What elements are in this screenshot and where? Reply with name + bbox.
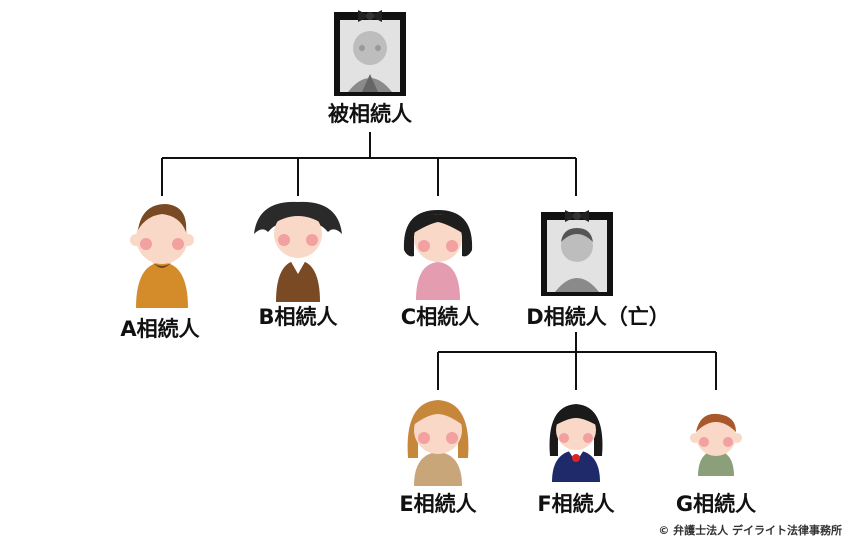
heir-g-label: G相続人 — [675, 492, 757, 516]
person-d-portrait-icon — [541, 210, 613, 296]
copyright-credit: © 弁護士法人 デイライト法律事務所 — [658, 524, 842, 537]
tree-connectors — [161, 132, 717, 390]
decedent-label: 被相続人 — [328, 102, 412, 126]
heir-f-label: F相続人 — [537, 492, 615, 516]
person-g-icon — [690, 413, 742, 476]
heir-e-label: E相続人 — [399, 492, 477, 516]
person-a-icon — [130, 204, 194, 308]
person-f-icon — [549, 404, 603, 482]
heir-a-label: A相続人 — [120, 317, 200, 341]
person-e-icon — [407, 400, 469, 486]
heir-c-label: C相続人 — [400, 305, 480, 329]
heir-d-label: D相続人（亡） — [526, 305, 670, 329]
heir-b-label: B相続人 — [258, 305, 338, 329]
person-b-icon — [254, 201, 342, 302]
person-c-icon — [403, 210, 473, 300]
decedent-portrait-icon — [334, 10, 406, 96]
